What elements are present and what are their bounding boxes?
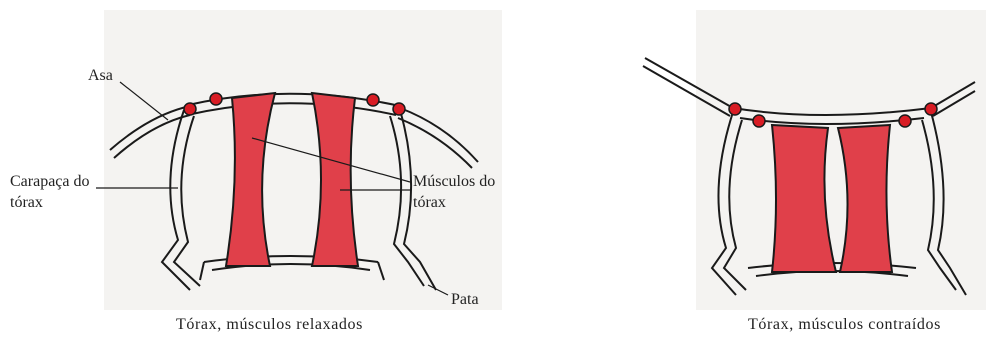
right-diagram-left-wall-inner xyxy=(724,120,746,290)
right-diagram-carapace-top xyxy=(733,108,931,115)
right-joint-left-outer xyxy=(729,103,741,115)
relaxed-muscle-left xyxy=(226,93,275,266)
leg-label: Pata xyxy=(451,290,479,309)
right-joint-right-outer xyxy=(925,103,937,115)
right-wing xyxy=(400,108,478,162)
right-leg-stub xyxy=(378,262,384,280)
muscles-label-line1: Músculos do xyxy=(413,172,495,191)
relaxed-thorax-diagram xyxy=(110,94,478,290)
wing-leader xyxy=(120,82,168,120)
right-diagram-left-wing-inner xyxy=(643,66,730,116)
right-diagram-left-wing xyxy=(645,58,733,108)
relaxed-caption: Tórax, músculos relaxados xyxy=(176,316,363,334)
leg-leader xyxy=(428,285,448,295)
contracted-caption: Tórax, músculos contraídos xyxy=(748,316,941,334)
carapace-left-wall-inner xyxy=(174,116,200,286)
joint-left-inner xyxy=(210,93,222,105)
carapace-label-line2: tórax xyxy=(10,193,43,212)
joint-left-outer xyxy=(184,103,196,115)
left-leg-stub xyxy=(200,262,204,280)
contracted-muscle-left xyxy=(772,125,836,272)
right-diagram-carapace-top-inner xyxy=(740,118,924,124)
carapace-label-line1: Carapaça do xyxy=(10,172,90,191)
wing-label: Asa xyxy=(88,66,113,85)
carapace-top-inner xyxy=(192,103,396,115)
muscles-label-line2: tórax xyxy=(413,193,446,212)
contracted-muscle-right xyxy=(838,125,892,272)
relaxed-muscle-right xyxy=(312,93,358,266)
right-joint-right-inner xyxy=(899,115,911,127)
joint-right-outer xyxy=(393,103,405,115)
right-diagram-right-wall xyxy=(931,112,966,295)
joint-right-inner xyxy=(367,94,379,106)
right-joint-left-inner xyxy=(753,115,765,127)
